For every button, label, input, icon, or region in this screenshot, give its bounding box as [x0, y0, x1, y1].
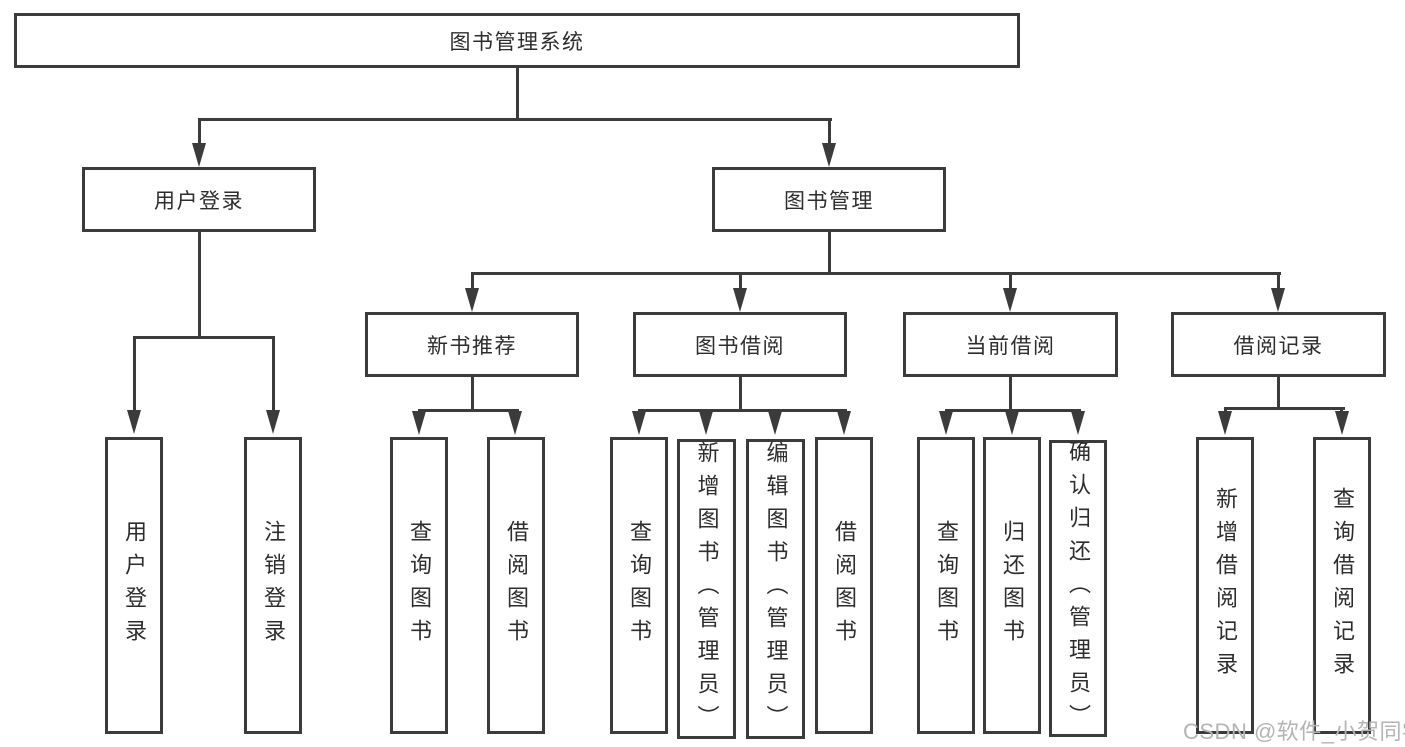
arrowhead-icon	[266, 410, 280, 434]
edge-line	[471, 272, 1281, 275]
node-user-login-label: 用户登录	[154, 189, 244, 213]
node-leaf-return-books-label: 归还图书	[1000, 519, 1025, 652]
edge-line	[1224, 407, 1227, 413]
edge-line	[739, 272, 742, 290]
node-leaf-add-borrow-record-label: 新增借阅记录	[1213, 486, 1238, 685]
node-leaf-user-login: 用户登录	[105, 437, 163, 734]
node-leaf-add-books-admin: 新增图书（管理员）	[677, 439, 736, 739]
node-leaf-add-borrow-record: 新增借阅记录	[1196, 437, 1254, 734]
node-leaf-user-login-label: 用户登录	[122, 519, 147, 652]
arrowhead-icon	[733, 288, 747, 312]
arrowhead-icon	[1271, 288, 1285, 312]
node-leaf-return-books: 归还图书	[983, 437, 1041, 734]
node-leaf-query-borrow-record-label: 查询借阅记录	[1330, 486, 1355, 685]
node-leaf-confirm-return-admin: 确认归还（管理员）	[1049, 440, 1107, 737]
edge-line	[133, 336, 275, 339]
arrowhead-icon	[192, 143, 206, 167]
node-leaf-confirm-return-admin-label: 确认归还（管理员）	[1066, 440, 1091, 737]
edge-line	[1277, 272, 1280, 290]
node-user-login: 用户登录	[82, 167, 316, 232]
edge-line	[638, 409, 847, 412]
node-library-system: 图书管理系统	[14, 13, 1020, 68]
edge-line	[133, 336, 136, 412]
node-leaf-query-books-borrow-label: 查询图书	[627, 519, 652, 652]
arrowhead-icon	[699, 411, 713, 435]
node-leaf-edit-books-admin: 编辑图书（管理员）	[746, 439, 805, 739]
edge-line	[739, 376, 742, 409]
edge-line	[828, 232, 831, 274]
node-new-book-recommend-label: 新书推荐	[427, 334, 517, 358]
edge-line	[1009, 376, 1012, 409]
node-leaf-query-books-current-label: 查询图书	[934, 519, 959, 652]
edge-line	[418, 409, 519, 412]
arrowhead-icon	[1005, 411, 1019, 435]
arrowhead-icon	[1003, 288, 1017, 312]
node-leaf-borrow-books-recommend: 借阅图书	[487, 437, 545, 734]
node-leaf-logout-label: 注销登录	[261, 519, 286, 652]
arrowhead-icon	[1218, 411, 1232, 435]
node-leaf-edit-books-admin-label: 编辑图书（管理员）	[763, 440, 789, 738]
node-leaf-query-books-recommend-label: 查询图书	[407, 519, 432, 652]
edge-line	[945, 409, 1081, 412]
arrowhead-icon	[127, 410, 141, 434]
node-book-management-label: 图书管理	[784, 189, 874, 213]
arrowhead-icon	[412, 411, 426, 435]
edge-line	[1224, 407, 1345, 410]
edge-line	[1009, 272, 1012, 290]
edge-line	[198, 118, 201, 146]
arrowhead-icon	[508, 411, 522, 435]
edge-line	[1340, 407, 1343, 413]
arrowhead-icon	[822, 143, 836, 167]
node-leaf-add-books-admin-label: 新增图书（管理员）	[694, 440, 720, 738]
arrowhead-icon	[939, 411, 953, 435]
edge-line	[272, 336, 275, 412]
edge-line	[1277, 376, 1280, 407]
node-current-borrow-label: 当前借阅	[965, 334, 1056, 358]
node-library-system-label: 图书管理系统	[449, 30, 585, 54]
node-leaf-query-books-recommend: 查询图书	[390, 437, 448, 734]
arrowhead-icon	[465, 288, 479, 312]
node-borrow-records: 借阅记录	[1171, 312, 1386, 377]
node-book-management: 图书管理	[712, 167, 946, 232]
edge-line	[198, 232, 201, 336]
arrowhead-icon	[1335, 411, 1349, 435]
arrowhead-icon	[768, 411, 782, 435]
node-leaf-borrow-books-label: 借阅图书	[832, 519, 857, 652]
node-current-borrow: 当前借阅	[903, 312, 1118, 377]
node-book-borrow-label: 图书借阅	[695, 334, 785, 358]
node-new-book-recommend: 新书推荐	[365, 312, 579, 377]
node-leaf-query-books-current: 查询图书	[917, 437, 975, 734]
csdn-watermark: CSDN @软件_小贺同学	[1183, 719, 1405, 744]
node-book-borrow: 图书借阅	[633, 312, 847, 377]
arrowhead-icon	[1071, 411, 1085, 435]
node-leaf-query-books-borrow: 查询图书	[610, 437, 668, 734]
node-leaf-logout: 注销登录	[244, 437, 302, 734]
edge-line	[471, 376, 474, 409]
edge-line	[828, 118, 831, 146]
edge-line	[516, 67, 519, 119]
node-borrow-records-label: 借阅记录	[1233, 334, 1324, 358]
node-leaf-query-borrow-record: 查询借阅记录	[1313, 437, 1371, 734]
arrowhead-icon	[837, 411, 851, 435]
edge-line	[471, 272, 474, 290]
node-leaf-borrow-books: 借阅图书	[815, 437, 873, 734]
arrowhead-icon	[632, 411, 646, 435]
edge-line	[198, 118, 832, 121]
node-leaf-borrow-books-recommend-label: 借阅图书	[504, 519, 529, 652]
